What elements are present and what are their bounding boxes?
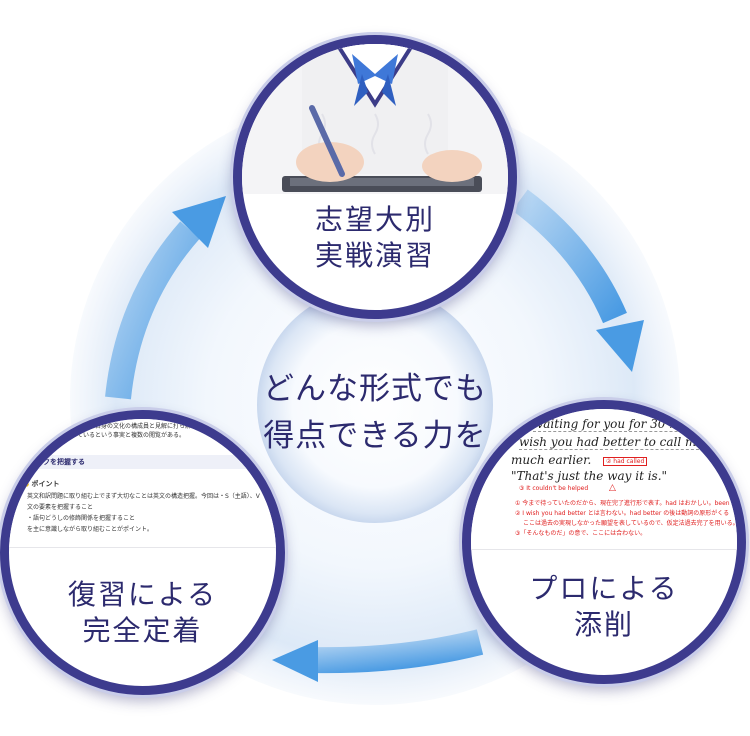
node-correction: waiting for you for 30 minutes wish you … xyxy=(462,400,746,684)
node-review-label: 復習による 完全定着 xyxy=(9,577,276,649)
corrected-answer-sheet: waiting for you for 30 minutes wish you … xyxy=(471,409,737,550)
review-paragraph-2: ているという事実と複数の閲覧がある。 xyxy=(77,432,186,439)
node-review-line-2: 完全定着 xyxy=(82,614,203,647)
arrow-left-to-top-icon xyxy=(105,196,226,400)
correction-mark-3: ③ It couldn't be helped xyxy=(519,485,589,492)
correction-comment-4: ③「そんなものだ」の意で、ここには合わない。 xyxy=(515,530,647,537)
handwriting-line-4: "That's just the way it is." xyxy=(511,469,668,483)
node-review-line-1: 復習による xyxy=(67,578,218,611)
review-point-line-4: を主に意識しながら取り組むことがポイント。 xyxy=(27,526,153,533)
arrow-right-to-left-icon xyxy=(272,629,484,682)
node-correction-line-2: 添削 xyxy=(573,608,634,641)
review-document: 。自分自身の文化の構成員と見解に打ち解けること ているという事実と複数の閲覧があ… xyxy=(9,419,276,548)
review-heading: ピックを把握する xyxy=(29,458,85,466)
handwriting-line-2: wish you had better to call me xyxy=(519,435,704,450)
review-point-title: ポイント xyxy=(31,480,60,488)
lightbulb-icon: ● xyxy=(23,480,30,488)
correction-comment-3: ここは過去の実現しなかった願望を表しているので、仮定法過去完了を用いる。 xyxy=(523,520,737,527)
review-point-line-3: ・語句どうしの修飾関係を把握すること xyxy=(27,515,136,522)
node-correction-line-1: プロによる xyxy=(529,572,679,605)
review-point-line-1: 英文和訳問題に取り組む上でまず大切なことは英文の構造把握。今回は・S（主語）、V… xyxy=(27,493,272,500)
center-line-2: 得点できる力を xyxy=(263,418,487,454)
node-review: 。自分自身の文化の構成員と見解に打ち解けること ているという事実と複数の閲覧があ… xyxy=(0,410,285,695)
node-correction-label: プロによる 添削 xyxy=(471,571,737,643)
warning-triangle-icon: △ xyxy=(609,483,616,493)
node-practice-label: 志望大別 実戦演習 xyxy=(242,202,508,274)
center-orb xyxy=(257,287,493,523)
review-paragraph-1: 。自分自身の文化の構成員と見解に打ち解けること xyxy=(77,423,216,430)
handwriting-line-1: waiting for you for 30 minutes xyxy=(533,417,718,432)
correction-comment-2: ② I wish you had better とは言わない。had bette… xyxy=(515,510,730,517)
review-heading-bar: ピックを把握する xyxy=(19,455,276,469)
center-message: どんな形式でも 得点できる力を xyxy=(250,366,500,460)
center-line-1: どんな形式でも xyxy=(263,371,487,407)
node-practice-line-2: 実戦演習 xyxy=(314,239,435,272)
correction-mark-1: ① been w xyxy=(521,410,551,417)
review-point-line-2: 文の要素を把握すること xyxy=(27,504,94,511)
handwriting-line-3: much earlier. xyxy=(511,453,592,467)
node-practice-line-1: 志望大別 xyxy=(314,203,435,236)
correction-comment-1: ① 今まで待っていたのだから、現在完了進行形で表す。had はおかしい。been… xyxy=(515,500,737,507)
correction-mark-2: ② had called xyxy=(603,457,648,466)
node-practice: 志望大別 実戦演習 xyxy=(233,35,517,319)
arrow-top-to-right-icon xyxy=(512,189,644,372)
student-writing-photo xyxy=(242,44,508,194)
